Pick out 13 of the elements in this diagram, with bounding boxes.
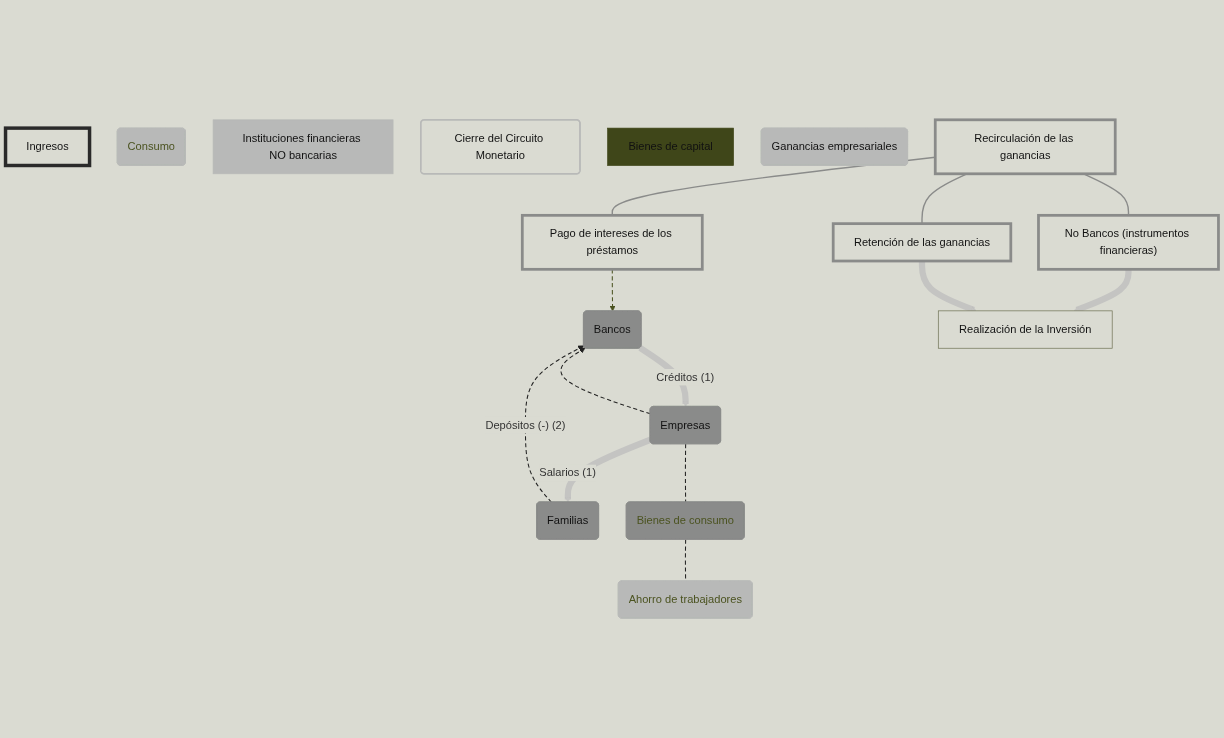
node-box: Pago de intereses de los préstamos [520, 213, 704, 271]
arrow [560, 347, 651, 415]
node-box: Recirculación de las ganancias [933, 118, 1117, 176]
edge-label: Créditos (1) [656, 371, 715, 383]
node-box: No Bancos (instrumentos financieras) [1037, 213, 1220, 271]
node-box: Instituciones financieras NO bancarias [212, 119, 394, 175]
connector [684, 443, 687, 503]
arrow [524, 345, 585, 503]
node-box: Ingresos [3, 126, 92, 168]
node-box: Realización de la Inversión [937, 310, 1113, 349]
edge-label: Depósitos (-) (2) [485, 418, 566, 431]
edge-label: Salarios (1) [539, 466, 596, 479]
node-box: Retención de las ganancias [831, 222, 1013, 263]
